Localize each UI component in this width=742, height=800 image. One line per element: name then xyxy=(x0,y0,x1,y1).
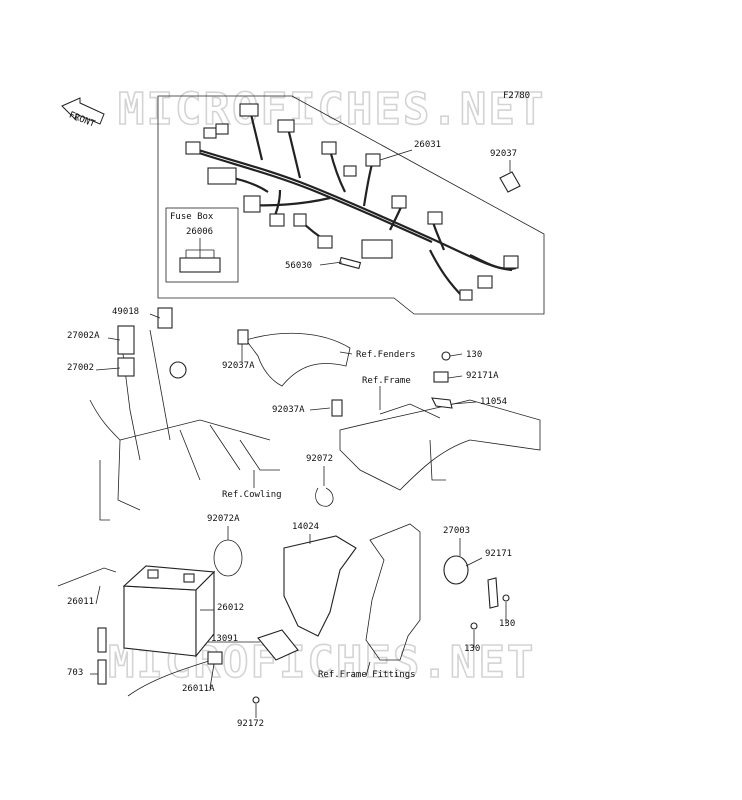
part-callout-130: 130 xyxy=(499,619,515,629)
diagram-code: F2780 xyxy=(503,91,530,101)
cap-703-upper xyxy=(97,627,107,653)
part-callout-27003: 27003 xyxy=(443,526,470,536)
callout-labels: 26031 92037 56030 49018 27002A 27002 92037A Ref… xyxy=(67,140,517,729)
cable-26011a xyxy=(127,659,213,697)
part-callout-13091: 13091 xyxy=(211,634,238,644)
cap-703-lower xyxy=(97,659,107,685)
part-callout-26011: 26011 xyxy=(67,597,94,607)
band-92072a xyxy=(213,539,243,577)
connector-26011a xyxy=(207,651,223,665)
part-callout-703: 703 xyxy=(67,668,83,678)
part-callout-92037: 92037 xyxy=(490,149,517,159)
frame-fittings-bracket xyxy=(365,523,421,661)
frame-section xyxy=(339,399,541,491)
grommet-part xyxy=(499,171,521,193)
horn-27003 xyxy=(443,555,469,585)
part-callout-92072a: 92072A xyxy=(207,514,240,524)
clip-92037a-lower xyxy=(331,399,343,417)
part-callout-130: 130 xyxy=(464,644,480,654)
main-wiring-harness xyxy=(185,103,519,301)
part-callout-92171a: 92171A xyxy=(466,371,499,381)
front-arrow-icon: FRONT xyxy=(61,97,105,130)
part-callout-26031: 26031 xyxy=(414,140,441,150)
bolt-130-lower xyxy=(470,622,478,630)
part-callout-92037a: 92037A xyxy=(222,361,255,371)
part-callout-92072: 92072 xyxy=(306,454,333,464)
screw-92172 xyxy=(252,696,260,704)
bolt-130-right xyxy=(502,594,510,602)
leader-lines xyxy=(90,149,511,718)
part-callout-92037a: 92037A xyxy=(272,405,305,415)
part-callout-27002: 27002 xyxy=(67,363,94,373)
part-callout-ref-frame: Ref.Frame xyxy=(362,376,411,386)
cowling-bracket xyxy=(89,307,280,521)
part-callout-14024: 14024 xyxy=(292,522,319,532)
harness-panel-outline xyxy=(157,95,545,315)
fuse-box-title: Fuse Box xyxy=(170,212,214,222)
relay-13091 xyxy=(257,629,299,661)
part-callout-92172: 92172 xyxy=(237,719,264,729)
bracket-11054 xyxy=(431,397,453,409)
cable-26011 xyxy=(57,567,117,587)
part-callout-27002a: 27002A xyxy=(67,331,100,341)
fuse-box-inset: Fuse Box 26006 xyxy=(165,207,239,283)
fuse-box-part: 26006 xyxy=(186,227,213,237)
part-callout-26012: 26012 xyxy=(217,603,244,613)
part-callout-130: 130 xyxy=(466,350,482,360)
fender-part xyxy=(245,332,351,387)
part-callout-56030: 56030 xyxy=(285,261,312,271)
part-callout-11054: 11054 xyxy=(480,397,507,407)
part-callout-49018: 49018 xyxy=(112,307,139,317)
part-callout-ref-cowling: Ref.Cowling xyxy=(222,490,282,500)
part-callout-26011a: 26011A xyxy=(182,684,215,694)
battery-26012 xyxy=(122,565,216,658)
part-callout-92171: 92171 xyxy=(485,549,512,559)
watermark-top: MICROFICHES.NET xyxy=(118,84,545,135)
case-14024 xyxy=(283,535,357,637)
part-callout-ref-frame-fittings: Ref.Frame Fittings xyxy=(318,670,416,680)
clip-92037a xyxy=(237,329,249,345)
bracket-92171 xyxy=(487,577,499,609)
clamp-92171a xyxy=(433,371,449,383)
band-92072 xyxy=(315,487,334,507)
bolt-130-upper xyxy=(441,351,451,361)
part-callout-ref-fenders: Ref.Fenders xyxy=(356,350,416,360)
